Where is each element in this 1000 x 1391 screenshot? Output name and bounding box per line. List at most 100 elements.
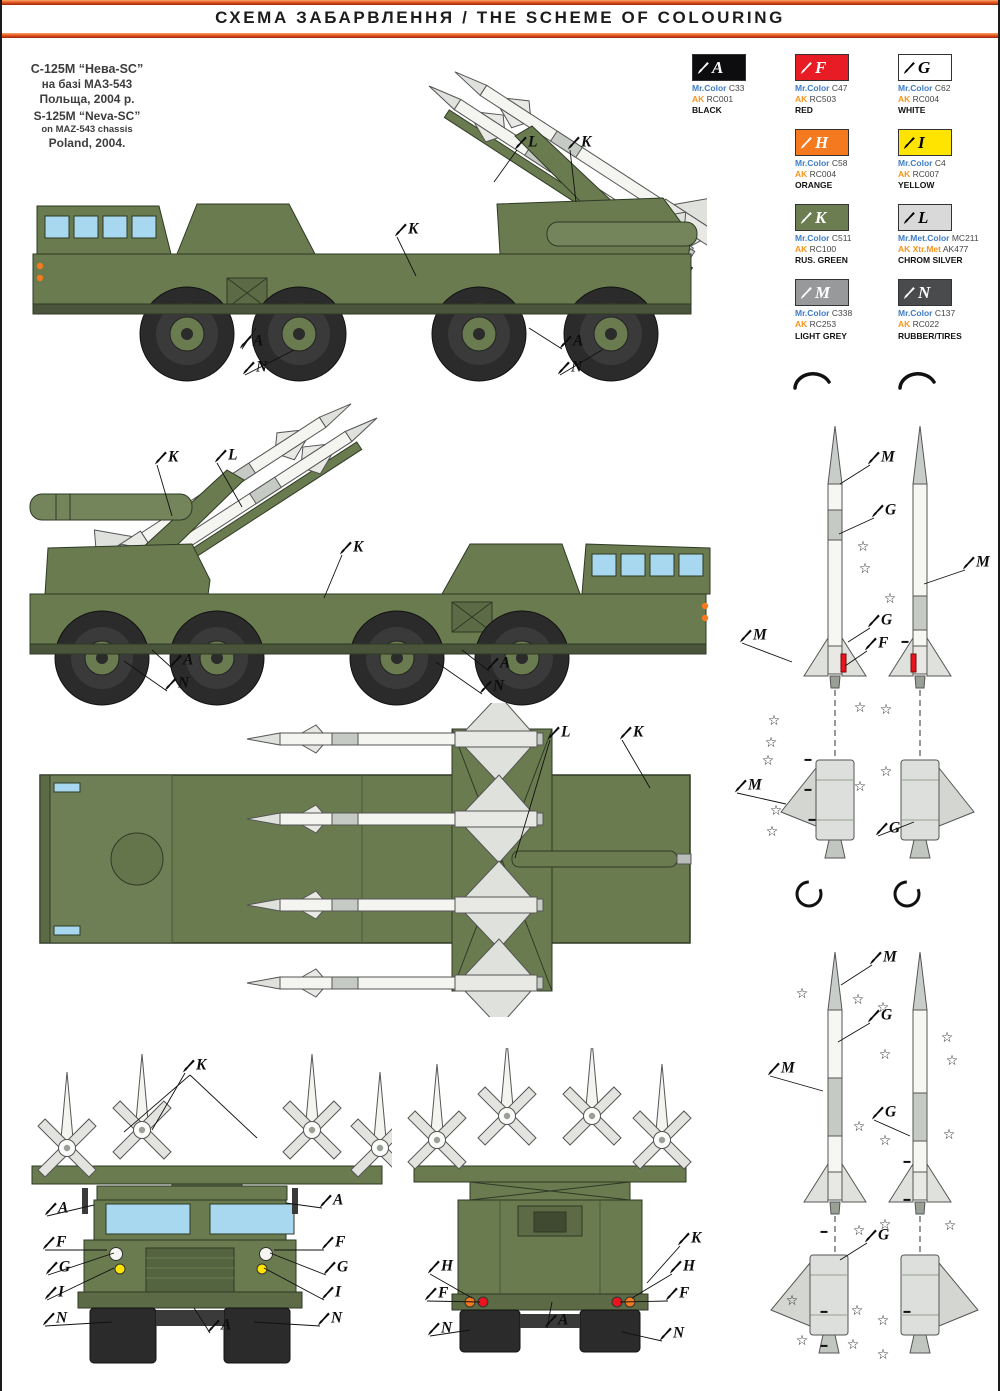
marker-light [36,274,44,282]
ring-icon [893,880,921,908]
missile-right [888,425,975,859]
roof-hatch [110,832,164,886]
headlight-right [259,1247,273,1261]
launcher-frame [469,1181,631,1201]
marker-light [701,614,709,622]
top-view [39,703,692,1017]
mid-superstructure [176,203,316,255]
brush-icon [903,211,915,224]
axle [520,1314,580,1328]
missile-left [780,425,867,859]
launcher-cylinder [29,493,193,521]
grille [145,1247,235,1293]
color-swatch: F [795,54,849,81]
cab-windows [44,215,157,239]
rear-view [407,1048,692,1353]
info-line: Poland, 2004. [48,135,126,150]
legend-letter: F [815,58,827,77]
brush-icon [800,211,812,224]
color-swatch: K [795,204,849,232]
color-swatch: I [898,129,952,157]
rotation-arrow-icon [793,372,831,390]
rear-hatch [517,1205,583,1237]
missiles-rear [407,1048,692,1170]
windshield-right [209,1203,295,1235]
blinker-left [114,1263,126,1275]
hull-skirt [32,303,692,315]
brush-icon [697,61,709,74]
info-line: S-125M “Neva-SC” [33,109,141,123]
x-panel [226,277,268,309]
missile-left [770,951,867,1354]
tail-light-red-left [477,1296,489,1308]
legend-letter: N [918,283,931,303]
wheel-right [579,1309,641,1353]
tail-light-orange-right [624,1296,636,1308]
wheel-left [89,1307,157,1364]
missile-right [888,951,979,1354]
mirror-left [82,1188,88,1214]
missiles-front [37,1053,392,1178]
axle [156,1310,224,1326]
gradient-rule-top [2,0,998,5]
launcher-beam [413,1165,687,1183]
wheel-left [459,1309,521,1353]
brush-icon [903,136,915,149]
color-swatch: M [795,279,849,307]
side-view-2 [29,398,711,706]
headlight-left [109,1247,123,1261]
legend-letter: M [815,283,831,303]
missile-detail-lower [770,880,979,1354]
legend-letter: A [712,58,724,77]
brush-icon [903,61,915,74]
page-title: СХЕМА ЗАБАРВЛЕННЯ / THE SCHEME OF COLOUR… [215,8,785,27]
color-swatch: A [692,54,746,81]
front-view [31,1053,392,1364]
wheel-right [223,1307,291,1364]
marker-light [701,602,709,610]
side-view-1 [32,56,707,382]
bumper [77,1291,303,1309]
launcher-cylinder [546,221,698,247]
mirror-right [292,1188,298,1214]
ring-icon [795,880,823,908]
windshield-corner [53,782,81,793]
legend-letter: G [918,58,931,77]
info-line: на базі МАЗ-543 [41,78,133,91]
marker-light [36,262,44,270]
gradient-rule-mid [2,33,998,38]
panel-lines [499,1200,601,1294]
windshield-corner [53,925,81,936]
color-swatch: H [795,129,849,157]
brush-icon [800,61,812,74]
brush-icon [903,286,915,299]
brush-icon [800,136,812,149]
front-bumper [39,774,51,944]
legend-letter: I [918,133,925,153]
blinker-right [256,1263,268,1275]
color-swatch: N [898,279,952,307]
x-panel [451,601,493,633]
rotation-arrow-icon [898,372,936,390]
cab-roof [96,1185,288,1201]
info-line: Польща, 2004 р. [39,92,135,106]
info-line: С-125М “Нева-SC” [30,62,144,76]
windshield-left [105,1203,191,1235]
cab-windows [591,553,704,577]
